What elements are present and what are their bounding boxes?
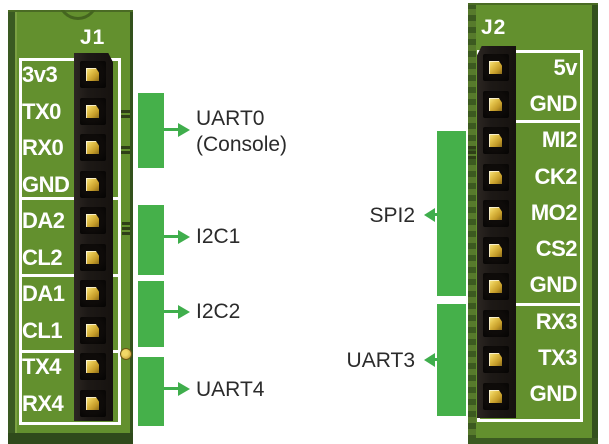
arrow-right-icon <box>178 382 190 396</box>
board-bottom-edge <box>468 438 598 444</box>
callout-block-uart4 <box>138 357 164 426</box>
callout-block-i2c1 <box>138 205 164 275</box>
pin-contact <box>483 383 509 410</box>
header-connector-j1 <box>74 53 113 421</box>
pin-contact <box>483 127 509 154</box>
arrow-shaft <box>433 358 438 361</box>
trace-stub <box>122 232 130 235</box>
pin-contact <box>483 310 509 337</box>
arrow-right-icon <box>178 305 190 319</box>
silkscreen-group-box <box>19 353 121 425</box>
pin-label-cs2: CS2 <box>535 236 578 261</box>
pin-contact <box>80 390 106 417</box>
callout-label-uart4: UART4 <box>196 378 265 401</box>
pin-label-gnd: GND <box>529 91 578 116</box>
connector-refdes-j2: J2 <box>481 16 507 39</box>
trace-stub <box>121 151 130 154</box>
arrow-shaft <box>164 235 178 238</box>
pin-label-rx0: RX0 <box>22 135 64 160</box>
callout-block-uart3 <box>437 304 466 416</box>
pin-label-ck2: CK2 <box>534 164 577 189</box>
pin-label-da2: DA2 <box>22 208 65 233</box>
pin-contact <box>80 61 106 88</box>
silkscreen-group-box <box>19 277 121 353</box>
pin-contact <box>80 134 106 161</box>
callout-label-uart0: UART0 (Console) <box>196 106 287 158</box>
pin-label-gnd: GND <box>529 381 578 406</box>
pin-label-mo2: MO2 <box>530 200 578 225</box>
pin-contact <box>80 353 106 380</box>
arrow-right-icon <box>178 123 190 137</box>
mounting-hole-notch <box>58 10 98 20</box>
pin-label-rx4: RX4 <box>22 391 64 416</box>
trace-stub <box>121 146 130 149</box>
arrow-left-icon <box>424 353 435 367</box>
pin-label-tx3: TX3 <box>538 345 577 370</box>
silkscreen-group-box <box>19 200 121 277</box>
trace-stub <box>121 110 130 113</box>
pin-contact <box>80 317 106 344</box>
pin-label-da1: DA1 <box>22 281 65 306</box>
pin-contact <box>483 91 509 118</box>
pin-contact <box>80 171 106 198</box>
board-left-edge <box>8 10 17 444</box>
pin-contact <box>80 98 106 125</box>
silkscreen-group-box <box>19 58 121 200</box>
pin-contact <box>483 273 509 300</box>
pin-label-5v: 5v <box>553 55 578 80</box>
callout-block-uart0 <box>138 93 164 168</box>
trace-stub <box>122 222 130 225</box>
arrow-left-icon <box>424 208 435 222</box>
trace-stub <box>122 227 130 230</box>
board-top-edge <box>468 3 598 5</box>
pin-label-rx3: RX3 <box>535 309 578 334</box>
board-bottom-edge <box>8 433 133 444</box>
pin-label-cl1: CL1 <box>22 318 63 343</box>
callout-block-spi2 <box>437 131 466 296</box>
arrow-shaft <box>164 128 178 131</box>
callout-label-i2c1: I2C1 <box>196 225 241 248</box>
callout-label-line1: UART0 <box>196 107 265 130</box>
via-pad <box>120 348 132 360</box>
board-left-edge <box>468 3 476 444</box>
pin-label-tx4: TX4 <box>22 354 61 379</box>
arrow-shaft <box>433 213 438 216</box>
board-right-edge <box>130 10 133 444</box>
pin-contact <box>483 237 509 264</box>
header-connector-j2 <box>477 46 516 418</box>
pin-label-cl2: CL2 <box>22 245 63 270</box>
pin-label-tx0: TX0 <box>22 99 61 124</box>
trace-stub <box>121 115 130 118</box>
pin-contact <box>483 346 509 373</box>
callout-label-spi2: SPI2 <box>369 204 415 227</box>
pin-label-gnd: GND <box>529 272 578 297</box>
callout-label-line2: (Console) <box>196 133 288 156</box>
pin-contact <box>483 200 509 227</box>
pin-contact <box>80 280 106 307</box>
pin-contact <box>483 164 509 191</box>
pin-label-3v3: 3v3 <box>22 62 58 87</box>
board-right-edge <box>592 3 598 444</box>
trace-stub <box>468 146 476 149</box>
pin-contact <box>483 54 509 81</box>
arrow-shaft <box>164 310 178 313</box>
pin-label-gnd: GND <box>22 172 70 197</box>
pin-label-mi2: MI2 <box>541 127 578 152</box>
arrow-right-icon <box>178 230 190 244</box>
pin-contact <box>80 207 106 234</box>
connector-refdes-j1: J1 <box>80 26 106 49</box>
arrow-shaft <box>164 387 178 390</box>
trace-stub <box>468 151 476 154</box>
callout-block-i2c2 <box>138 281 164 347</box>
pin-contact <box>80 244 106 271</box>
callout-label-uart3: UART3 <box>346 349 415 372</box>
callout-label-i2c2: I2C2 <box>196 300 241 323</box>
trace-stub <box>468 156 476 159</box>
